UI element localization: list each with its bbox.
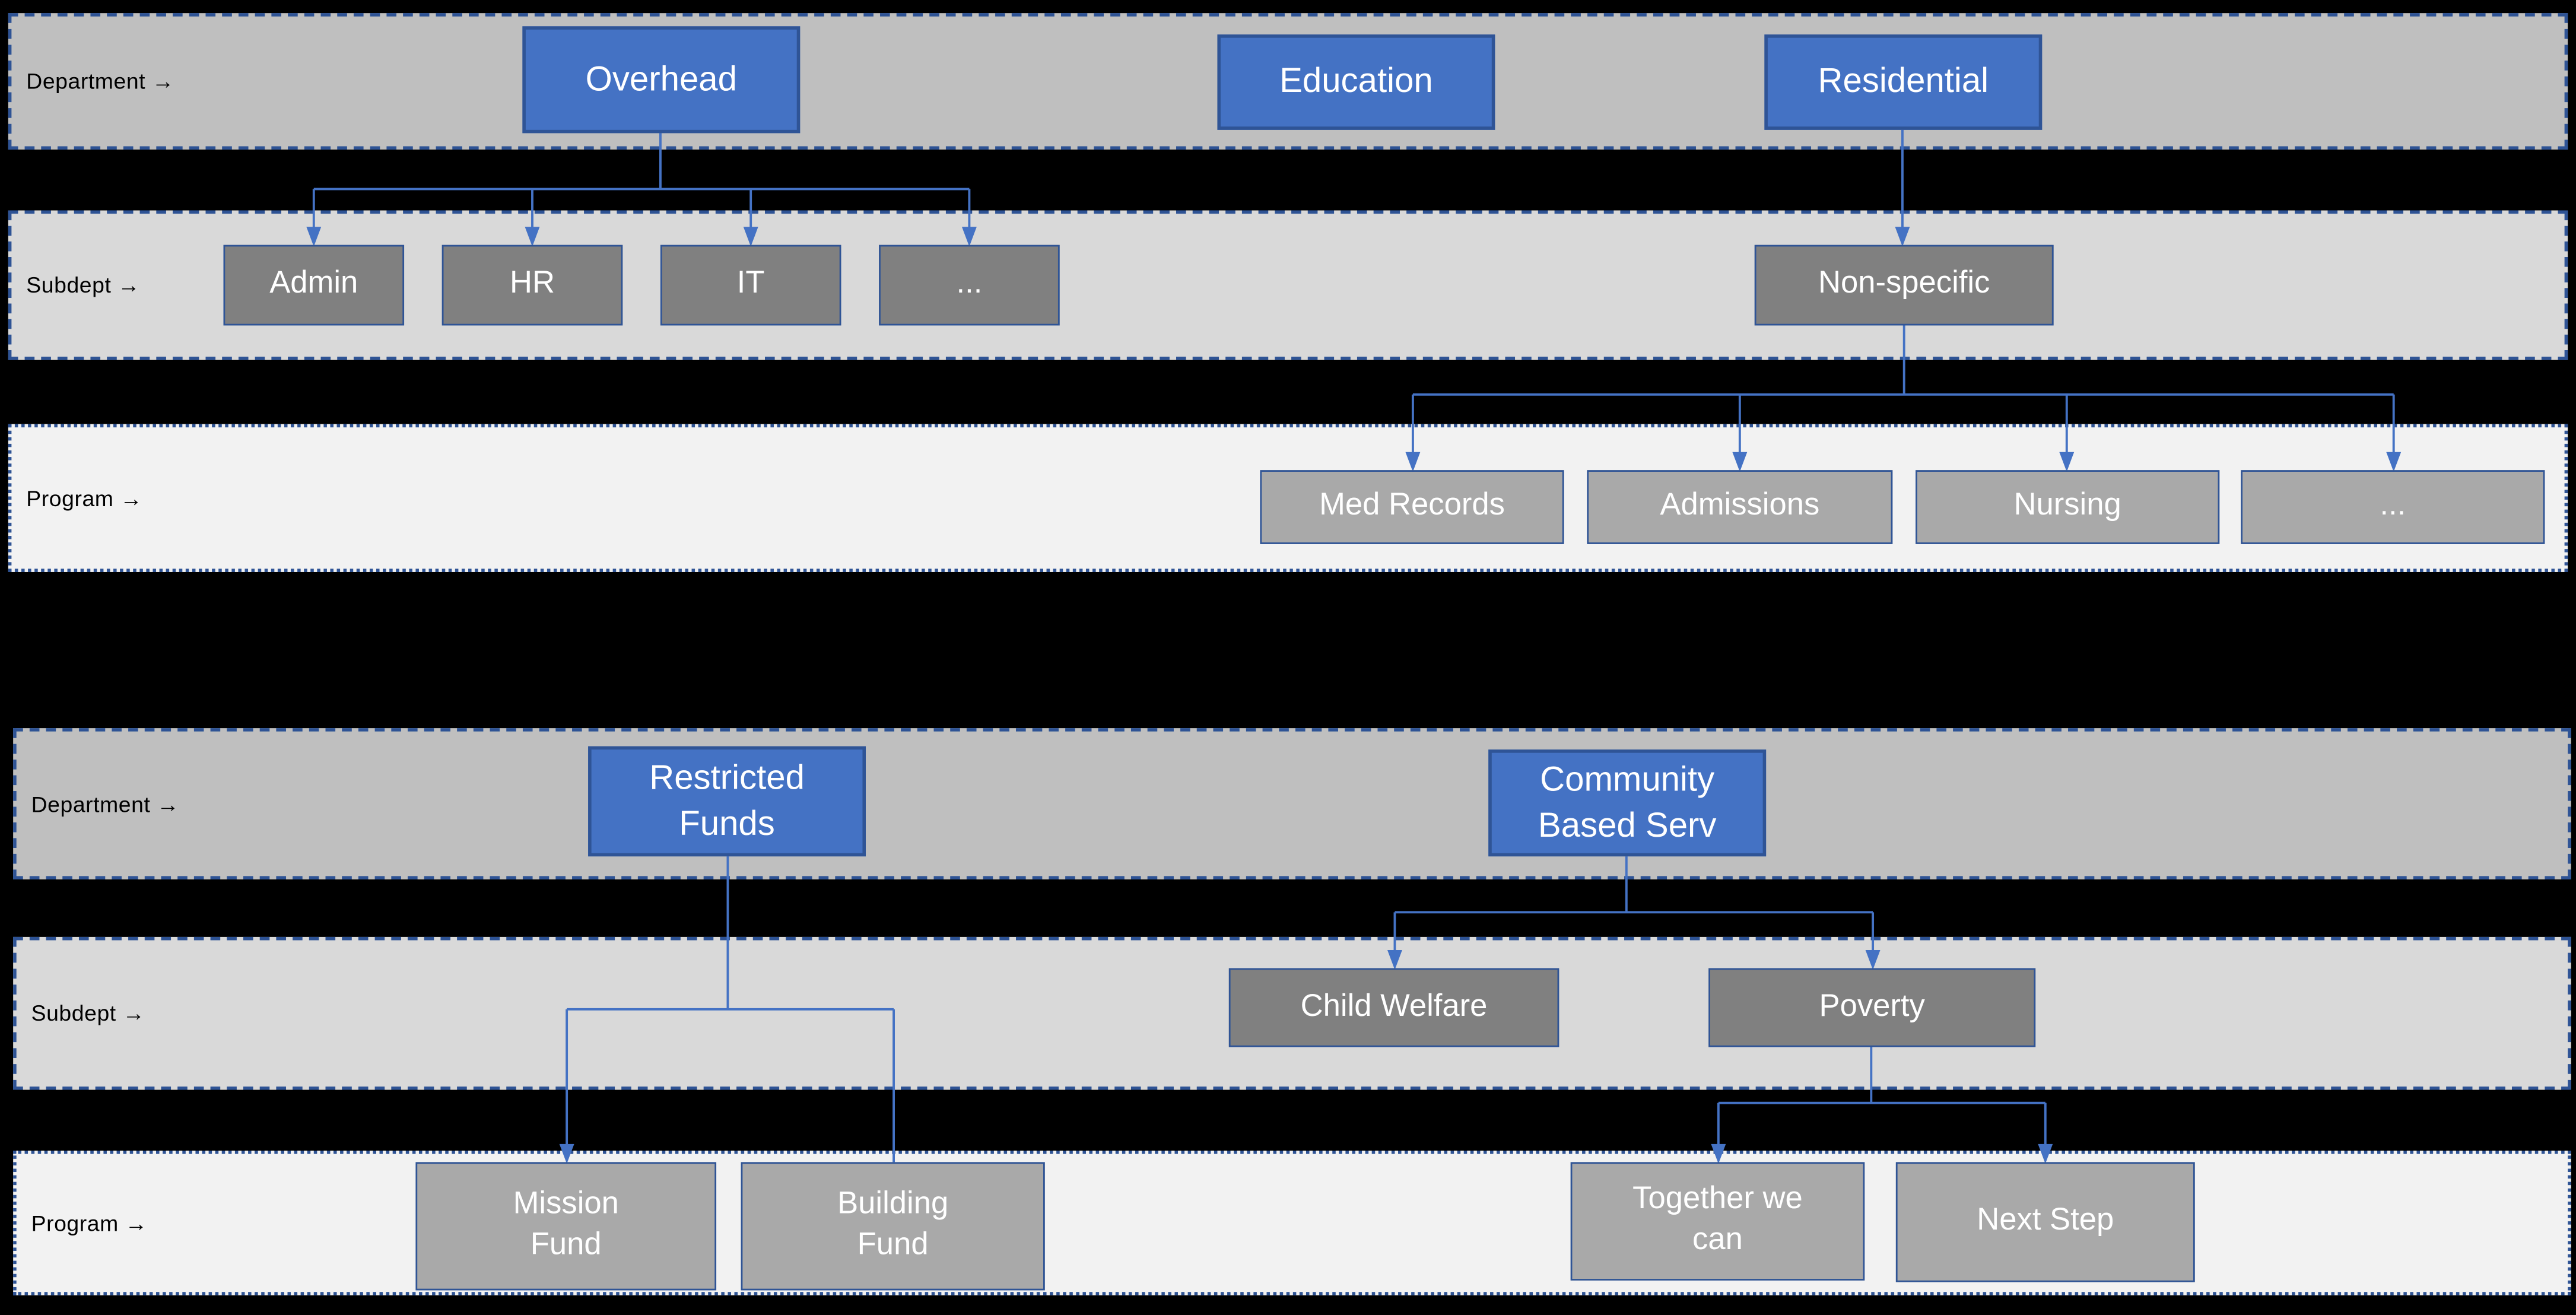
row-label-department-2: Department → [31,791,180,817]
row-label-department-1: Department → [26,69,174,94]
node-hr[interactable]: HR [441,244,623,326]
node-med-records[interactable]: Med Records [1260,470,1564,544]
row-label-subdept-2: Subdept → [31,1000,145,1026]
node-admin[interactable]: Admin [223,244,405,326]
band-department-2[interactable]: Department → [13,728,2571,879]
node-restricted-funds[interactable]: Restricted Funds [588,746,866,857]
node-it[interactable]: IT [660,244,841,326]
node-ellipsis-subdept[interactable]: ... [879,244,1060,326]
node-ellipsis-program[interactable]: ... [2241,470,2545,544]
node-nursing[interactable]: Nursing [1916,470,2220,544]
node-community-based-serv[interactable]: Community Based Serv [1488,749,1767,857]
row-label-program-2: Program → [31,1211,148,1235]
node-residential[interactable]: Residential [1764,34,2043,130]
node-poverty[interactable]: Poverty [1708,968,2036,1047]
node-child-welfare[interactable]: Child Welfare [1228,968,1559,1047]
row-label-program-1: Program → [26,485,143,511]
node-non-specific[interactable]: Non-specific [1754,244,2054,326]
row-label-subdept-1: Subdept → [26,272,141,298]
node-building-fund[interactable]: Building Fund [741,1162,1045,1291]
node-mission-fund[interactable]: Mission Fund [415,1162,717,1291]
node-next-step[interactable]: Next Step [1895,1162,2195,1282]
node-together-we-can[interactable]: Together we can [1570,1162,1865,1281]
node-admissions[interactable]: Admissions [1587,470,1893,544]
node-education[interactable]: Education [1217,34,1495,130]
node-overhead[interactable]: Overhead [522,26,801,134]
